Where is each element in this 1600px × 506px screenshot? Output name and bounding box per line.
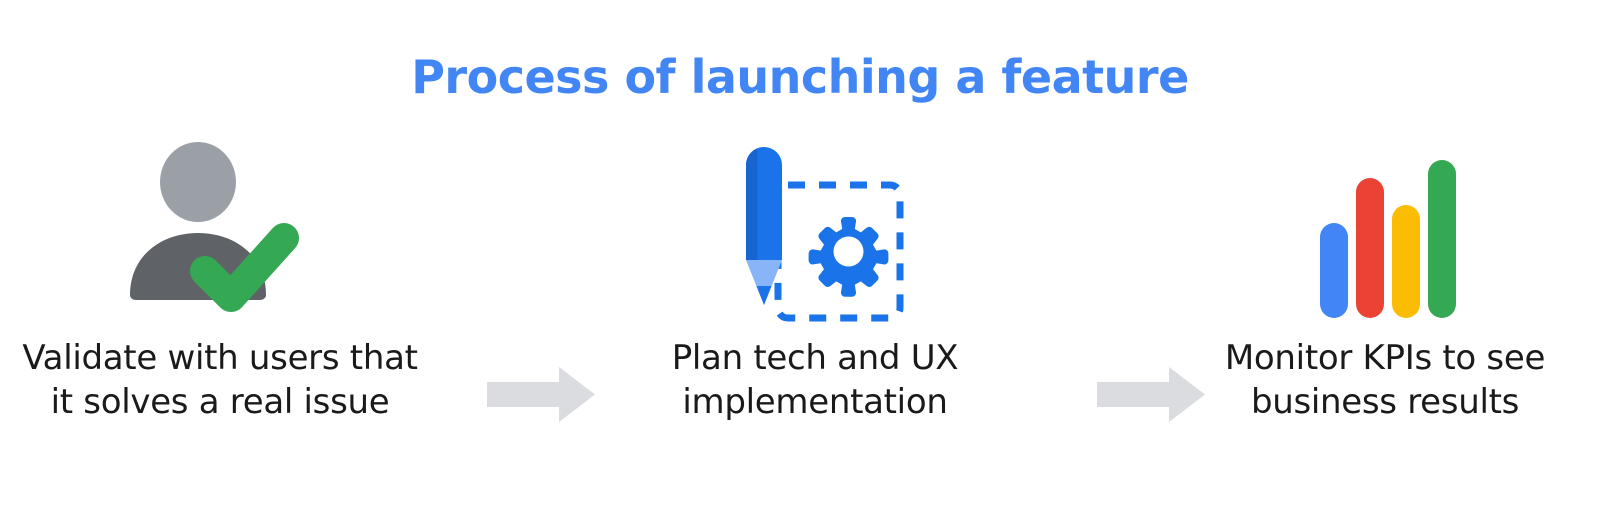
- arrow-right-shape: [487, 367, 595, 422]
- step-3-caption-line-2: business results: [1250, 382, 1520, 423]
- check-mark-icon: [190, 223, 299, 312]
- pencil-tip-shape: [746, 260, 782, 305]
- step-3: Monitor KPIs to see business results: [1165, 140, 1600, 460]
- step-1-icon-wrap: [0, 140, 440, 330]
- step-1: Validate with users that it solves a rea…: [0, 140, 440, 460]
- bar-chart-bar-3: [1392, 205, 1420, 318]
- step-2-caption: Plan tech and UX implementation: [595, 336, 1035, 424]
- steps-row: Validate with users that it solves a rea…: [0, 140, 1600, 460]
- step-3-caption-line-1: Monitor KPIs to see: [1224, 338, 1546, 378]
- gear-center-hole: [833, 236, 864, 267]
- arrow-right-icon: [1097, 367, 1205, 422]
- person-head-shape: [160, 142, 236, 222]
- step-1-caption-line-1: Validate with users that: [22, 338, 418, 378]
- step-2-caption-line-1: Plan tech and UX: [671, 338, 959, 378]
- arrow-right-1: [487, 367, 595, 422]
- pencil-point-shape: [756, 286, 772, 305]
- step-1-caption: Validate with users that it solves a rea…: [0, 336, 440, 424]
- arrow-right-icon: [487, 367, 595, 422]
- page-title: Process of launching a feature: [411, 50, 1189, 104]
- step-1-caption-line-2: it solves a real issue: [50, 382, 390, 423]
- step-2: Plan tech and UX implementation: [595, 140, 1035, 460]
- arrow-right-shape: [1097, 367, 1205, 422]
- bar-chart-bar-4: [1428, 160, 1456, 318]
- person-check-icon: [130, 142, 299, 312]
- bar-chart-icon: [1320, 160, 1456, 318]
- step-3-icon-wrap: [1165, 140, 1600, 330]
- gear-icon: [808, 216, 889, 297]
- pencil-shade-shape: [746, 148, 758, 260]
- bar-chart-bar-1: [1320, 223, 1348, 318]
- bar-chart-bar-2: [1356, 178, 1384, 318]
- step-2-caption-line-2: implementation: [682, 382, 948, 423]
- pencil-gear-wireframe-icon: [746, 147, 904, 322]
- arrow-right-2: [1097, 367, 1205, 422]
- step-2-icon-wrap: [595, 140, 1035, 330]
- step-3-caption: Monitor KPIs to see business results: [1165, 336, 1600, 424]
